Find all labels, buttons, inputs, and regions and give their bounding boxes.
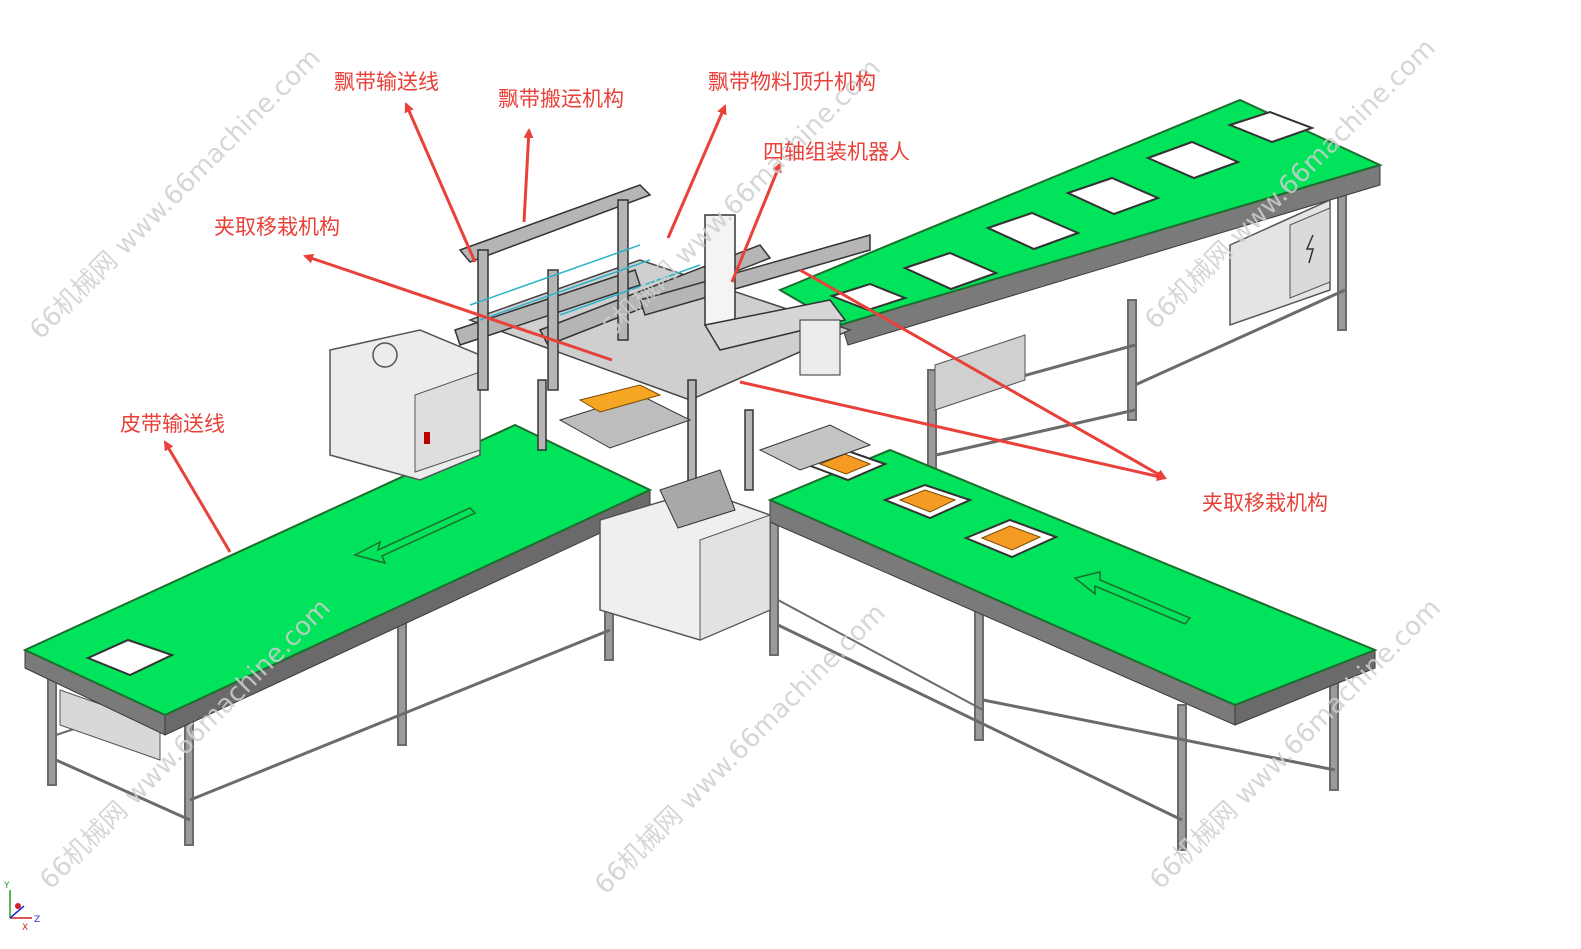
label-piao-dai-transport: 飘带搬运机构	[498, 87, 624, 111]
upper-right-conveyor	[777, 98, 1383, 481]
frame-leg	[47, 664, 57, 786]
label-belt-conveyor: 皮带输送线	[120, 412, 225, 436]
frame-leg	[1337, 194, 1347, 331]
label-pick-transfer-left: 夹取移栽机构	[214, 215, 340, 239]
status-lamp	[424, 432, 430, 444]
tray	[902, 251, 999, 291]
label-four-axis-robot: 四轴组装机器人	[763, 140, 910, 164]
tray	[985, 211, 1081, 251]
arrow-pick-transfer-right-a	[799, 268, 1167, 480]
tray	[828, 282, 908, 312]
arrow-piao-dai-transport	[522, 128, 534, 223]
frame-leg	[397, 609, 407, 746]
arrow-pick-transfer-left	[303, 253, 613, 362]
label-piao-dai-lift: 飘带物料顶升机构	[708, 70, 876, 94]
direction-arrow	[1073, 571, 1192, 625]
gantry-post	[687, 379, 697, 491]
axis-z-label: Z	[34, 915, 40, 925]
tray	[963, 518, 1059, 559]
tray	[1065, 176, 1161, 216]
frame-leg	[769, 514, 779, 656]
electrical-cabinet	[1229, 198, 1331, 327]
arrow-piao-dai-conveyor	[404, 102, 477, 263]
left-belt-conveyor	[22, 423, 653, 846]
arrow-four-axis-robot	[730, 162, 782, 283]
gantry-post	[547, 269, 559, 391]
arrow-piao-dai-lift	[666, 104, 727, 239]
gantry-post	[744, 409, 754, 491]
direction-arrow	[352, 507, 477, 565]
arrow-belt-conveyor	[163, 440, 232, 553]
lower-right-conveyor	[767, 448, 1378, 851]
label-pick-transfer-right: 夹取移栽机构	[1202, 491, 1328, 515]
conveyor-belt	[22, 423, 653, 717]
frame-leg	[1127, 299, 1137, 421]
gantry-beam	[458, 184, 652, 263]
annotation-arrows	[163, 102, 1167, 553]
axis-triad-icon: Y Z X	[3, 881, 40, 933]
tray	[85, 638, 175, 677]
arrow-pick-transfer-right-b	[739, 380, 1167, 482]
fan-icon	[372, 342, 398, 368]
tray	[882, 483, 973, 520]
gantry-post	[537, 379, 547, 451]
gantry-beam	[639, 234, 871, 316]
tray	[1227, 110, 1315, 144]
gantry-post	[477, 249, 489, 391]
frame-leg	[1177, 704, 1187, 851]
central-assembly-machine	[329, 184, 872, 641]
four-axis-robot	[703, 214, 847, 376]
label-piao-dai-conveyor: 飘带输送线	[334, 70, 439, 94]
tray	[1145, 140, 1241, 180]
lightning-icon	[1305, 234, 1314, 264]
axis-x-label: X	[22, 923, 28, 933]
axis-y-label: Y	[3, 881, 10, 891]
control-cabinet	[329, 329, 481, 481]
